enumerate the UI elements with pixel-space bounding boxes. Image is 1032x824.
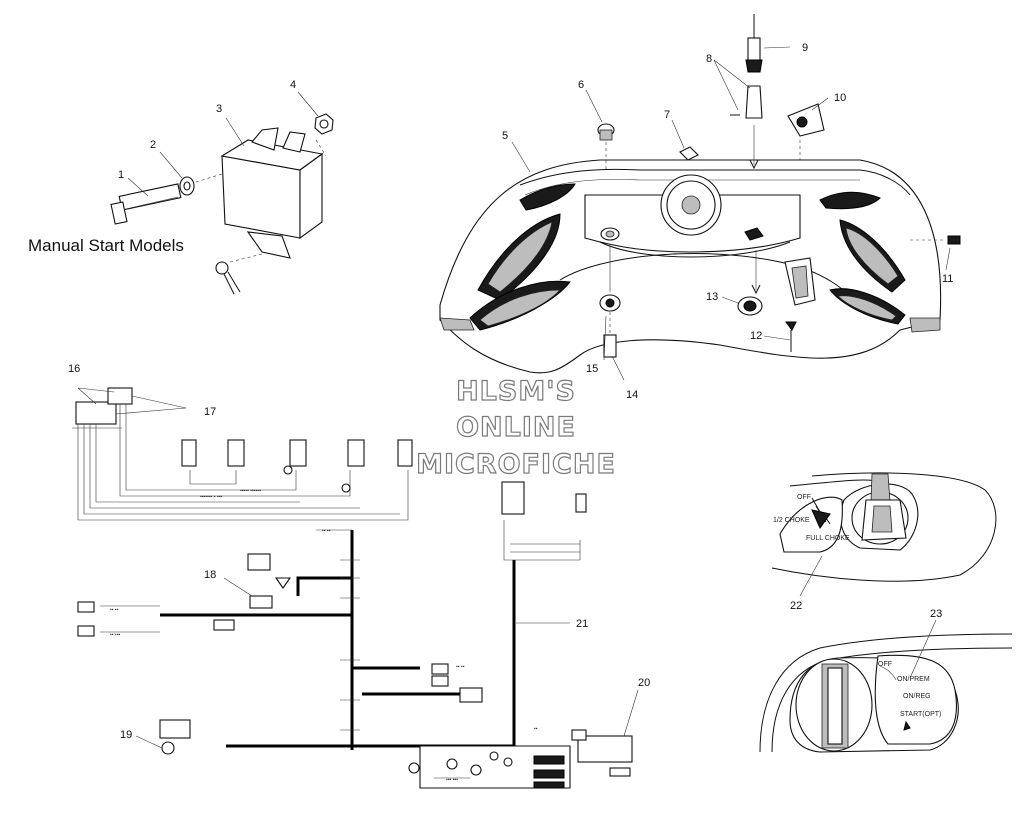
- bracket-part-10: [787, 103, 825, 160]
- svg-text:▪▪▪ ▪▪▪: ▪▪▪ ▪▪▪: [446, 777, 458, 783]
- callout-8: 8: [706, 53, 712, 65]
- socket-part-9: [745, 14, 763, 73]
- watermark-line-3: MICROFICHE: [416, 449, 616, 480]
- junction-block: [408, 745, 571, 789]
- callout-16: 16: [68, 363, 80, 375]
- washer-part-2: [179, 176, 195, 196]
- svg-text:▪▪ ▪▪: ▪▪ ▪▪: [110, 607, 119, 613]
- watermark-line-1: HLSM'S: [456, 376, 576, 407]
- clip-part-7: [679, 146, 699, 161]
- wiring-harness-diagram: ▪▪ ▪▪ ▪▪▪▪▪▪▪ ▪ ▪▪▪ ▪▪▪▪▪ ▪▪▪▪▪▪ ▪▪ ▪▪ ▪…: [72, 387, 639, 789]
- svg-text:▪▪ ▪▪: ▪▪ ▪▪: [322, 528, 331, 534]
- callout-9: 9: [802, 42, 808, 54]
- switch-parts-14-15: [599, 245, 621, 358]
- callout-6: 6: [578, 79, 584, 91]
- cdi-box-part-3: [220, 127, 324, 259]
- choke-half-label: 1/2 CHOKE: [773, 517, 810, 524]
- svg-text:▪▪: ▪▪: [534, 726, 538, 732]
- callout-labels-left: 1 2 3 4: [118, 79, 296, 181]
- callout-2: 2: [150, 139, 156, 151]
- bolt-part-1: [110, 183, 182, 225]
- ignition-panel-part-23: OFF ON/PREM ON/REG START(OPT): [759, 619, 1013, 753]
- svg-text:▪▪ ▪▪: ▪▪ ▪▪: [456, 664, 465, 670]
- watermark-line-2: ONLINE: [456, 412, 576, 443]
- dash-panel-part-5: [439, 159, 942, 374]
- choke-full-label: FULL CHOKE: [806, 535, 850, 542]
- manual-start-caption: Manual Start Models: [28, 236, 184, 255]
- grommet-part-6: [597, 123, 615, 170]
- callout-13: 13: [706, 291, 718, 303]
- callout-22: 22: [790, 600, 802, 612]
- bulb-part-8: [730, 85, 763, 170]
- wire-markings: ▪▪ ▪▪ ▪▪▪▪▪▪▪ ▪ ▪▪▪ ▪▪▪▪▪ ▪▪▪▪▪▪ ▪▪ ▪▪ ▪…: [110, 488, 538, 783]
- callout-10: 10: [834, 92, 846, 104]
- nut-part-4: [314, 113, 334, 135]
- callout-23: 23: [930, 608, 942, 620]
- harness-end-connectors: [77, 481, 633, 777]
- choke-off-label: OFF: [797, 494, 811, 501]
- callout-11: 11: [942, 273, 953, 285]
- nut-part-13: [737, 250, 763, 316]
- choke-panel-part-22: OFF 1/2 CHOKE FULL CHOKE: [771, 472, 997, 597]
- ignition-on-prem-label: ON/PREM: [897, 676, 930, 683]
- callout-labels-dash: 5 6 7 8 9 10 11 12 13 14 15: [502, 42, 953, 401]
- cdi-box-assembly: [110, 91, 334, 295]
- callout-14: 14: [626, 389, 638, 401]
- vents-right: [819, 191, 906, 325]
- callout-17: 17: [204, 406, 216, 418]
- ignition-on-reg-label: ON/REG: [903, 693, 931, 700]
- screw-part-12: [785, 321, 797, 352]
- svg-text:▪▪ ▪▪▪: ▪▪ ▪▪▪: [110, 632, 120, 638]
- svg-text:▪▪▪▪▪ ▪▪▪▪▪▪: ▪▪▪▪▪ ▪▪▪▪▪▪: [240, 488, 261, 494]
- ignition-off-label: OFF: [878, 661, 892, 668]
- watermark: HLSM'S ONLINE MICROFICHE: [415, 375, 616, 480]
- upper-harness: [72, 387, 413, 521]
- dash-small-parts: [511, 14, 961, 381]
- vents-left: [469, 183, 576, 331]
- harness-connectors: [181, 439, 413, 493]
- callout-15: 15: [586, 363, 598, 375]
- screw-part-11: [910, 235, 961, 245]
- callout-5: 5: [502, 130, 508, 142]
- callout-18: 18: [204, 569, 216, 581]
- callout-12: 12: [750, 330, 762, 342]
- callout-4: 4: [290, 79, 296, 91]
- ground-wire-eyelet: [215, 253, 263, 295]
- callout-3: 3: [216, 103, 222, 115]
- svg-text:▪▪▪▪▪▪▪ ▪ ▪▪▪: ▪▪▪▪▪▪▪ ▪ ▪▪▪: [200, 494, 223, 500]
- callout-20: 20: [638, 677, 650, 689]
- callout-7: 7: [664, 109, 670, 121]
- callout-1: 1: [118, 169, 124, 181]
- callout-19: 19: [120, 729, 132, 741]
- callout-21: 21: [576, 618, 588, 630]
- ignition-start-label: START(OPT): [900, 711, 941, 718]
- callout-labels-harness: 16 17 18 19 20 21: [68, 363, 650, 741]
